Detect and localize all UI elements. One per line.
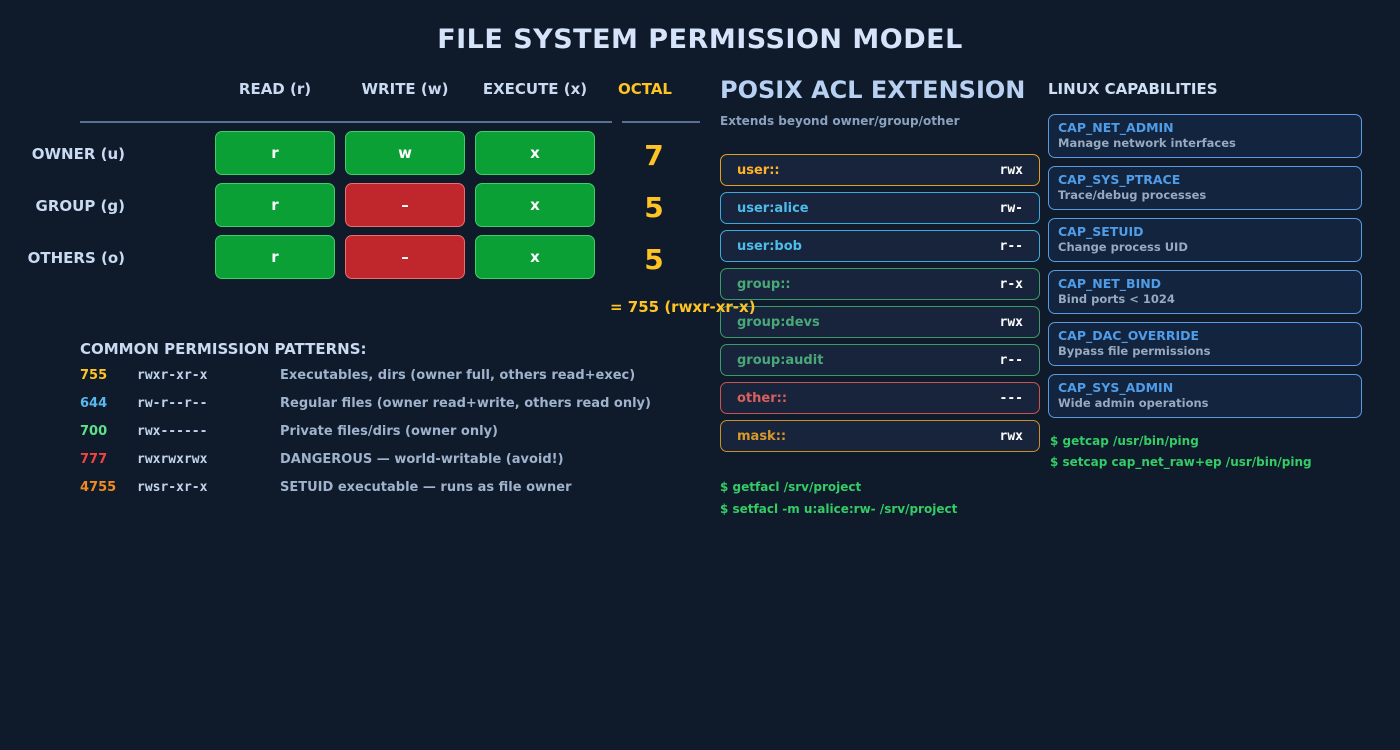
acl-entry-row[interactable]: group:audit r--	[720, 344, 1040, 376]
pattern-description: Executables, dirs (owner full, others re…	[280, 368, 636, 383]
pattern-row: 4755 rwsr-xr-x SETUID executable — runs as…	[80, 480, 700, 508]
acl-entry-name: user::	[737, 162, 780, 178]
octal-digit: 7	[644, 139, 664, 172]
capability-description: Bind ports < 1024	[1058, 292, 1175, 306]
acl-entry-name: user:bob	[737, 238, 802, 254]
capability-command: $ getcap /usr/bin/ping	[1050, 434, 1199, 448]
acl-command: $ setfacl -m u:alice:rw- /srv/project	[720, 502, 958, 516]
permission-cell-on[interactable]: w	[345, 131, 465, 175]
acl-entry-row[interactable]: user:bob r--	[720, 230, 1040, 262]
octal-digit: 5	[644, 191, 664, 224]
matrix-column-header: WRITE (w)	[361, 80, 449, 98]
matrix-octal-header: OCTAL	[618, 80, 672, 98]
pattern-row: 700 rwx------ Private files/dirs (owner on…	[80, 424, 700, 452]
acl-entry-row[interactable]: user::rwx	[720, 154, 1040, 186]
acl-entry-permission: r--	[999, 238, 1023, 254]
pattern-symbolic: rwxr-xr-x	[137, 368, 208, 383]
permission-cell-on[interactable]: x	[475, 183, 595, 227]
pattern-symbolic: rwxrwxrwx	[137, 452, 208, 467]
matrix-column-header: EXECUTE (x)	[482, 80, 588, 98]
capability-name: CAP_NET_BIND	[1058, 276, 1162, 291]
capability-description: Manage network interfaces	[1058, 136, 1236, 150]
acl-subtitle: Extends beyond owner/group/other	[720, 114, 960, 128]
acl-command: $ getfacl /srv/project	[720, 480, 862, 494]
acl-entry-permission: r--	[999, 352, 1023, 368]
pattern-row: 644 rw-r--r-- Regular files (owner read+wr…	[80, 396, 700, 424]
pattern-octal-code: 644	[80, 396, 108, 411]
acl-entry-name: mask::	[737, 428, 787, 444]
pattern-octal-code: 700	[80, 424, 108, 439]
acl-heading: POSIX ACL EXTENSION	[720, 76, 1026, 104]
acl-entry-permission: ---	[999, 390, 1023, 406]
permission-cell-on[interactable]: r	[215, 183, 335, 227]
capability-description: Change process UID	[1058, 240, 1188, 254]
acl-entry-row[interactable]: group::r-x	[720, 268, 1040, 300]
capability-name: CAP_SYS_ADMIN	[1058, 380, 1174, 395]
capability-description: Wide admin operations	[1058, 396, 1209, 410]
permission-cell-on[interactable]: r	[215, 235, 335, 279]
octal-digit: 5	[644, 243, 664, 276]
acl-entry-permission: rw-	[999, 200, 1023, 216]
acl-entry-row[interactable]: other::---	[720, 382, 1040, 414]
acl-entry-name: group::	[737, 276, 791, 292]
pattern-description: DANGEROUS — world-writable (avoid!)	[280, 452, 564, 467]
permission-cell-on[interactable]: r	[215, 131, 335, 175]
acl-entry-name: group:devs	[737, 314, 820, 330]
capability-command: $ setcap cap_net_raw+ep /usr/bin/ping	[1050, 455, 1312, 469]
matrix-row-label: OWNER (u)	[31, 145, 125, 163]
acl-entry-row[interactable]: group:devs rwx	[720, 306, 1040, 338]
pattern-symbolic: rwx------	[137, 424, 208, 439]
permission-matrix: READ (r) WRITE (w) EXECUTE (x) OCTAL OWNER …	[0, 0, 720, 300]
acl-entry-name: user:alice	[737, 200, 809, 216]
page-title: FILE SYSTEM PERMISSION MODEL	[437, 24, 963, 55]
acl-entry-permission: rwx	[999, 162, 1023, 178]
capability-name: CAP_SETUID	[1058, 224, 1144, 239]
capabilities-heading: LINUX CAPABILITIES	[1048, 80, 1218, 98]
permission-cell-on[interactable]: x	[475, 235, 595, 279]
patterns-list: 755 rwxr-xr-x Executables, dirs (owner ful…	[80, 368, 700, 508]
pattern-octal-code: 755	[80, 368, 108, 383]
pattern-octal-code: 4755	[80, 480, 117, 495]
pattern-symbolic: rw-r--r--	[137, 396, 208, 411]
pattern-description: Private files/dirs (owner only)	[280, 424, 498, 439]
pattern-row: 755 rwxr-xr-x Executables, dirs (owner ful…	[80, 368, 700, 396]
pattern-description: SETUID executable — runs as file owner	[280, 480, 572, 495]
acl-entry-permission: r-x	[999, 276, 1023, 292]
acl-entry-row[interactable]: mask::rwx	[720, 420, 1040, 452]
matrix-divider	[80, 121, 612, 123]
acl-entry-permission: rwx	[999, 314, 1023, 330]
permission-cell-off[interactable]: –	[345, 183, 465, 227]
pattern-symbolic: rwsr-xr-x	[137, 480, 208, 495]
patterns-heading: COMMON PERMISSION PATTERNS:	[80, 340, 367, 358]
capability-name: CAP_DAC_OVERRIDE	[1058, 328, 1200, 343]
acl-entry-name: group:audit	[737, 352, 824, 368]
capability-name: CAP_NET_ADMIN	[1058, 120, 1174, 135]
matrix-row-label: OTHERS (o)	[27, 249, 125, 267]
acl-entry-name: other::	[737, 390, 788, 406]
octal-divider	[622, 121, 700, 123]
matrix-column-header: READ (r)	[238, 80, 312, 98]
octal-summary: = 755 (rwxr-xr-x)	[610, 298, 756, 316]
capability-description: Bypass file permissions	[1058, 344, 1211, 358]
pattern-octal-code: 777	[80, 452, 108, 467]
acl-entry-permission: rwx	[999, 428, 1023, 444]
acl-entry-row[interactable]: user:alice rw-	[720, 192, 1040, 224]
pattern-row: 777 rwxrwxrwx DANGEROUS — world-writable (…	[80, 452, 700, 480]
capability-name: CAP_SYS_PTRACE	[1058, 172, 1181, 187]
permission-cell-on[interactable]: x	[475, 131, 595, 175]
common-patterns-section: COMMON PERMISSION PATTERNS: 755 rwxr-xr-x…	[80, 340, 700, 508]
matrix-row-label: GROUP (g)	[35, 197, 125, 215]
pattern-description: Regular files (owner read+write, others …	[280, 396, 651, 411]
capability-description: Trace/debug processes	[1058, 188, 1207, 202]
permission-cell-off[interactable]: –	[345, 235, 465, 279]
